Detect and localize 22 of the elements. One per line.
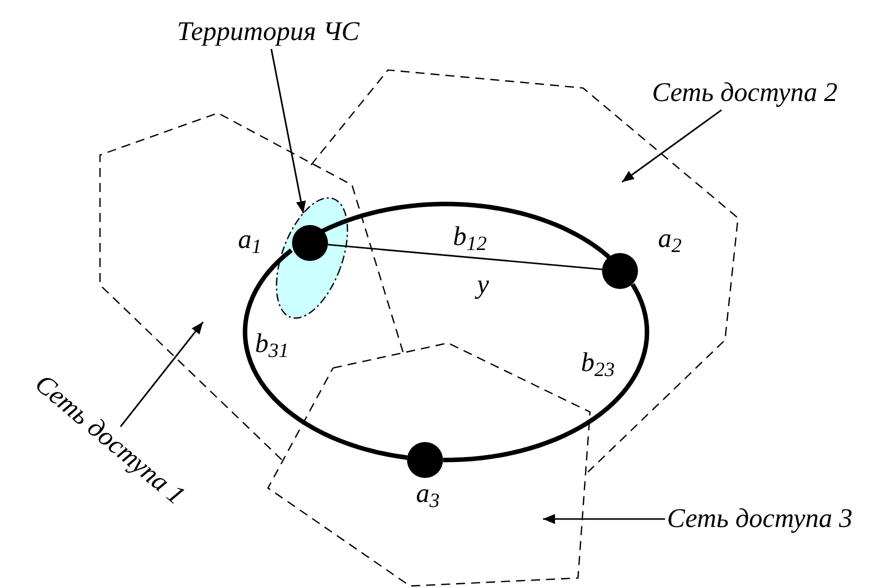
edge-label: b$_{12}$ xyxy=(453,222,487,255)
network-node-dot xyxy=(292,225,328,261)
edge-label: b$_{31}$ xyxy=(255,328,289,362)
link-line xyxy=(328,244,602,270)
emergency-zone xyxy=(276,197,348,319)
leader-arrow xyxy=(543,514,665,524)
network-node-dot xyxy=(407,442,443,478)
node-label: a$_{1}$ xyxy=(238,224,262,258)
ring-link xyxy=(443,283,650,462)
leader-arrow xyxy=(622,109,722,183)
leader-arrow xyxy=(270,48,306,214)
ring-link xyxy=(242,248,408,460)
node-label: a$_{2}$ xyxy=(658,224,682,257)
area-label: Территория ЧС xyxy=(177,17,360,47)
node-label: a$_{3}$ xyxy=(416,478,440,512)
area-label: Сеть доступа 2 xyxy=(652,78,838,108)
edge-label: y xyxy=(477,270,489,300)
ring-link xyxy=(320,202,610,259)
leader-arrow xyxy=(120,322,204,428)
area-label: Сеть доступа 3 xyxy=(667,504,853,534)
network-node-dot xyxy=(602,253,638,289)
edge-label: b$_{23}$ xyxy=(581,348,615,381)
